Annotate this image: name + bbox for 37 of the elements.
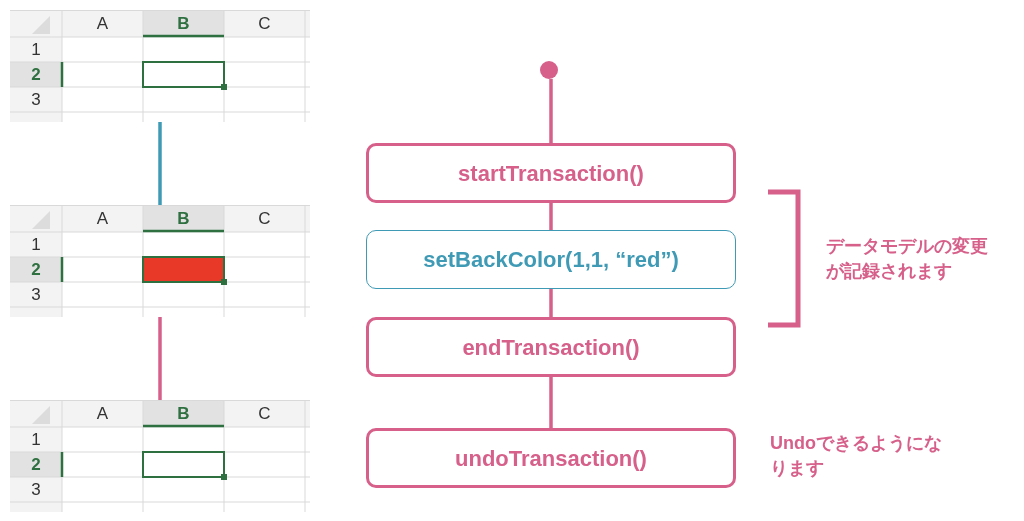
row-header: 2 xyxy=(31,456,41,473)
row-header: 1 xyxy=(31,41,41,58)
note-text: データモデルの変更が記録されます xyxy=(826,235,989,284)
column-header: B xyxy=(177,405,190,422)
function-call-text: undoTransaction() xyxy=(455,444,647,473)
connector-line xyxy=(549,79,553,143)
connector-line xyxy=(549,203,553,230)
row-header: 1 xyxy=(31,431,41,448)
spreadsheet-drawing xyxy=(10,10,310,122)
column-header: C xyxy=(258,15,271,32)
connector-line xyxy=(549,377,553,428)
function-call-text: endTransaction() xyxy=(462,333,640,362)
spreadsheet-drawing xyxy=(10,205,310,317)
function-call-text: setBackColor(1,1, “red”) xyxy=(423,246,679,274)
function-call-text: startTransaction() xyxy=(458,159,644,188)
note-text: Undoできるようになります xyxy=(770,432,943,481)
column-header: B xyxy=(177,15,190,32)
spreadsheet-drawing xyxy=(10,400,310,512)
row-header: 3 xyxy=(31,91,41,108)
row-header: 2 xyxy=(31,261,41,278)
row-header: 2 xyxy=(31,66,41,83)
row-header: 1 xyxy=(31,236,41,253)
column-header: A xyxy=(96,210,109,227)
connector-line xyxy=(158,317,162,400)
process-box xyxy=(366,317,736,377)
row-header: 3 xyxy=(31,481,41,498)
connector-line xyxy=(549,289,553,317)
column-header: A xyxy=(96,15,109,32)
column-header: B xyxy=(177,210,190,227)
process-box xyxy=(366,428,736,488)
row-header: 3 xyxy=(31,286,41,303)
process-box xyxy=(366,143,736,203)
connector-line xyxy=(158,122,162,205)
process-box xyxy=(366,230,736,289)
column-header: C xyxy=(258,405,271,422)
column-header: C xyxy=(258,210,271,227)
column-header: A xyxy=(96,405,109,422)
